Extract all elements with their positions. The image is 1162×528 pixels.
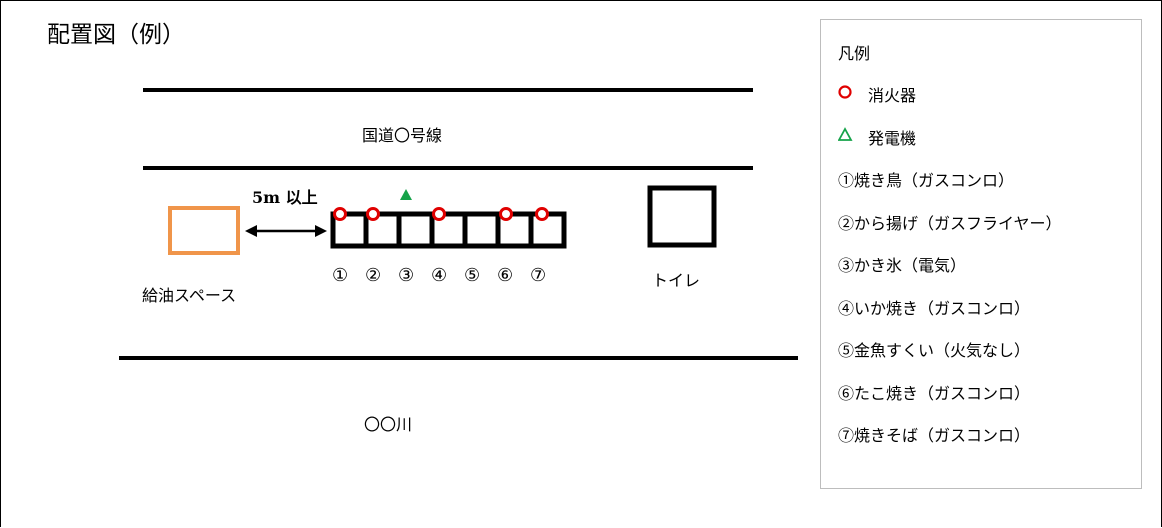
distance-arrow bbox=[245, 225, 327, 237]
legend-item: ③かき氷（電気） bbox=[838, 256, 967, 275]
toilet-box bbox=[647, 185, 717, 248]
extinguisher-marker bbox=[535, 207, 549, 221]
fuel-space-box bbox=[168, 206, 240, 255]
extinguisher-marker bbox=[432, 207, 446, 221]
stall-number: ② bbox=[365, 265, 382, 286]
toilet-label: トイレ bbox=[652, 271, 701, 290]
legend-box: 凡例 消火器 発電機 ①焼き鳥（ガスコンロ） ②から揚げ（ガスフライヤー） ③か… bbox=[820, 19, 1142, 489]
extinguisher-marker bbox=[333, 207, 347, 221]
stall-number: ⑤ bbox=[464, 265, 481, 286]
stall-number: ④ bbox=[431, 265, 448, 286]
stall-number: ⑥ bbox=[497, 265, 514, 286]
generator-icon bbox=[837, 126, 860, 147]
legend-item: ④いか焼き（ガスコンロ） bbox=[838, 298, 1031, 318]
distance-label: 5m 以上 bbox=[252, 188, 318, 207]
legend-title: 凡例 bbox=[838, 44, 871, 63]
legend-item: ①焼き鳥（ガスコンロ） bbox=[838, 171, 1015, 190]
legend-item: ⑦焼きそば（ガスコンロ） bbox=[838, 426, 1031, 445]
legend-item: ②から揚げ（ガスフライヤー） bbox=[838, 213, 1062, 233]
extinguisher-marker bbox=[499, 207, 513, 221]
page-title: 配置図（例） bbox=[47, 22, 185, 48]
stall-number: ① bbox=[332, 265, 349, 286]
stall-number: ③ bbox=[398, 265, 415, 286]
road-label: 国道〇号線 bbox=[362, 126, 443, 145]
generator-marker bbox=[400, 189, 412, 200]
stall-row bbox=[330, 211, 567, 249]
legend-item: ⑥たこ焼き（ガスコンロ） bbox=[838, 383, 1031, 403]
fuel-space-label: 給油スペース bbox=[142, 286, 237, 305]
legend-extinguisher-label: 消火器 bbox=[868, 86, 917, 105]
river-label: 〇〇川 bbox=[364, 415, 413, 434]
extinguisher-icon bbox=[838, 84, 860, 104]
legend-generator: 発電機 bbox=[837, 125, 1141, 149]
extinguisher-marker bbox=[366, 207, 380, 221]
stall-number: ⑦ bbox=[530, 265, 547, 286]
legend-item: ⑤金魚すくい（火気なし） bbox=[838, 341, 1031, 360]
legend-extinguisher: 消火器 bbox=[838, 82, 1141, 106]
legend-generator-label: 発電機 bbox=[868, 128, 917, 148]
